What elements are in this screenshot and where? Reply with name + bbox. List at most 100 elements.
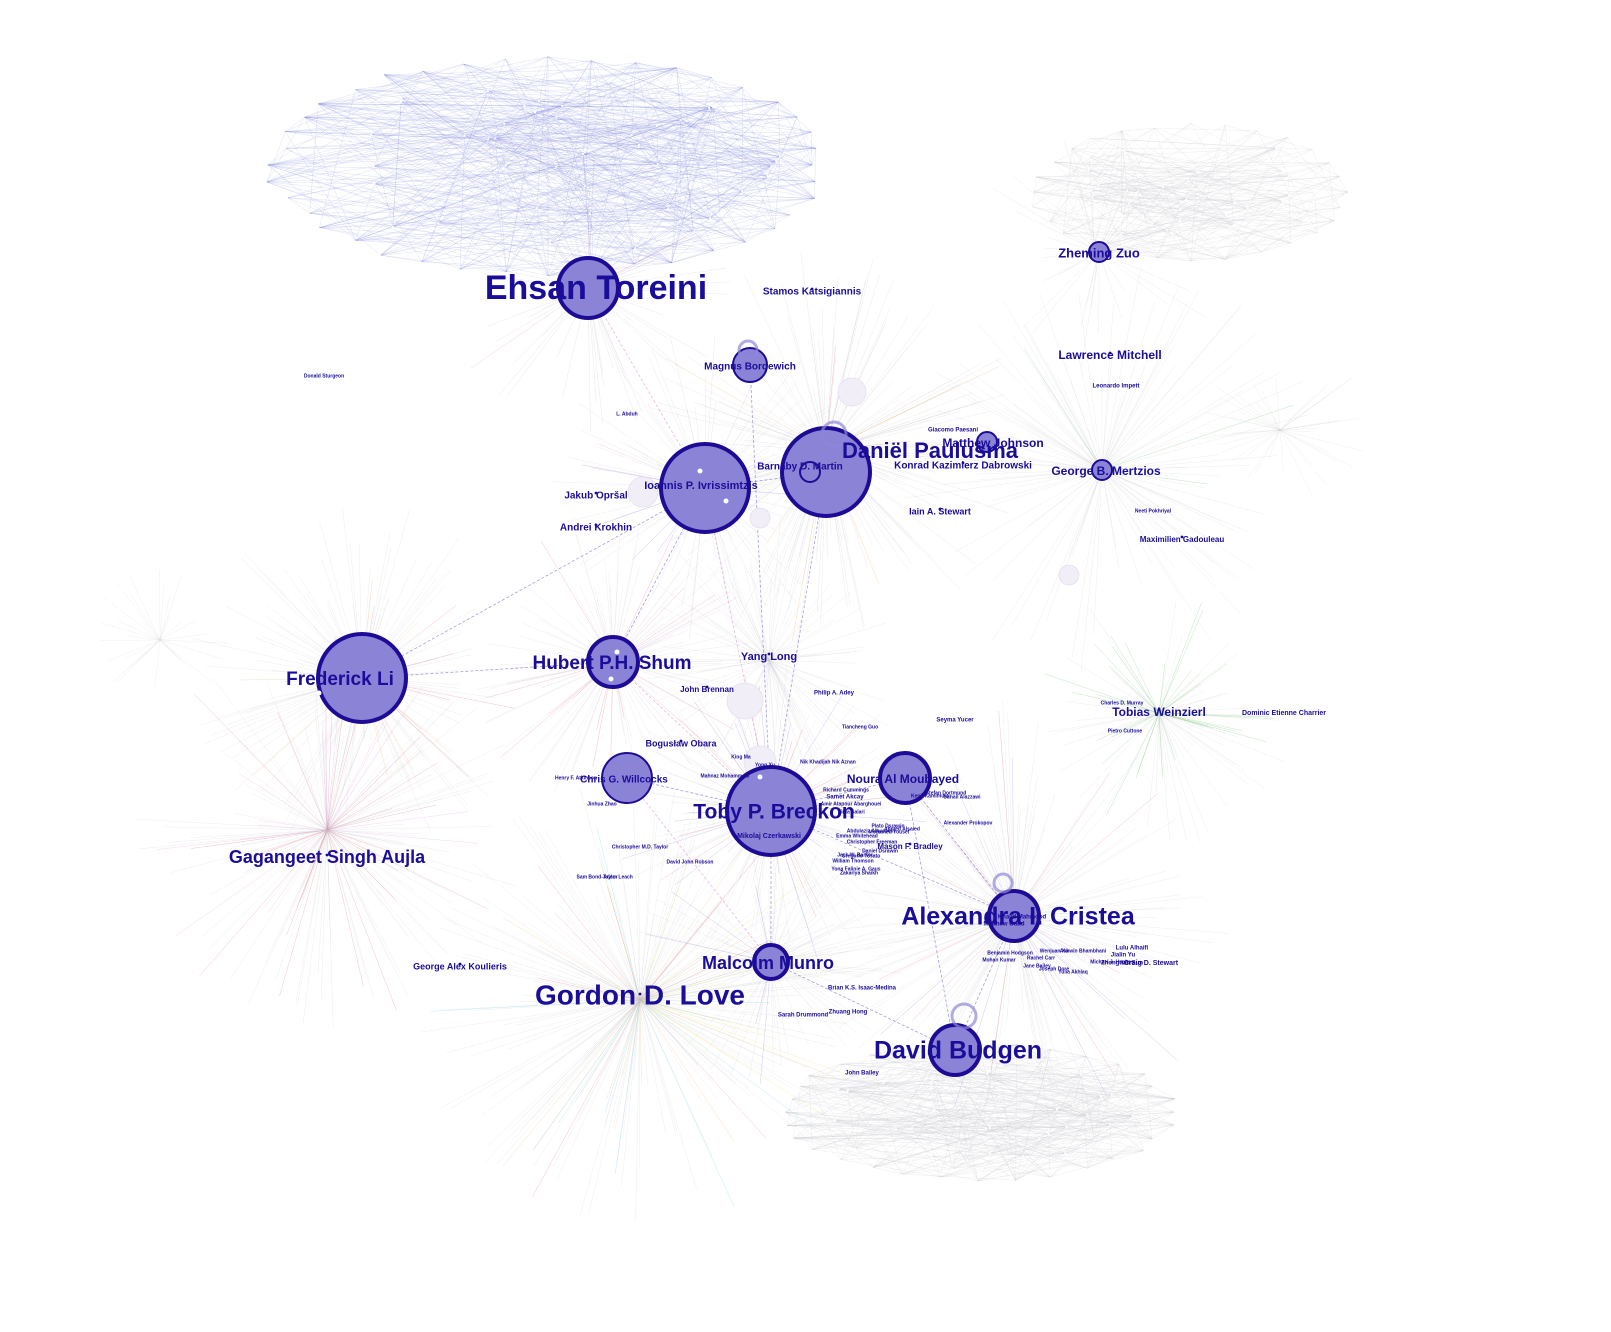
cluster-edge	[1033, 191, 1124, 253]
cluster-edge	[847, 1090, 1133, 1117]
node-dot-gagangeet	[325, 853, 329, 857]
edge	[326, 829, 397, 1011]
node-alexandra[interactable]	[987, 889, 1041, 943]
edge	[265, 829, 328, 963]
edge	[1077, 712, 1160, 721]
cluster-edge	[709, 176, 768, 219]
cluster-edge	[951, 1061, 1016, 1181]
edge	[1101, 414, 1308, 471]
node-barnaby[interactable]	[799, 461, 821, 483]
edge	[326, 829, 439, 966]
node-matthew[interactable]	[976, 431, 998, 453]
hub-link	[361, 487, 706, 679]
node-hubert[interactable]	[586, 635, 640, 689]
edge	[1158, 712, 1278, 721]
cluster-node	[1302, 220, 1305, 223]
cluster-edge	[854, 1074, 1081, 1149]
cluster-edge	[854, 1047, 905, 1149]
cluster-edge	[1054, 161, 1121, 235]
node-george_m[interactable]	[1091, 459, 1113, 481]
cluster-edge	[1190, 251, 1262, 262]
cluster-edge	[873, 1074, 1081, 1168]
cluster-edge	[267, 153, 584, 166]
node-noura[interactable]	[878, 751, 932, 805]
cluster-edge	[583, 153, 592, 272]
edge	[1013, 915, 1177, 1061]
cluster-edge	[550, 164, 813, 244]
node-ehsan[interactable]	[556, 256, 620, 320]
cluster-edge	[895, 1094, 1112, 1130]
node-malcolm[interactable]	[752, 943, 790, 981]
label-william: William Thomson	[832, 858, 873, 864]
cluster-edge	[355, 89, 672, 263]
cluster-node	[678, 191, 681, 194]
edge	[326, 755, 389, 831]
cluster-edge	[304, 117, 356, 241]
edge	[1101, 469, 1117, 547]
node-zheming[interactable]	[1088, 241, 1110, 263]
cluster-edge	[1098, 178, 1189, 185]
cluster-edge	[1129, 202, 1173, 237]
cluster-edge	[1225, 191, 1348, 260]
cluster-edge	[488, 139, 639, 146]
cluster-edge	[635, 160, 777, 249]
cluster-edge	[536, 207, 590, 214]
cluster-node	[1097, 183, 1100, 186]
cluster-edge	[1167, 229, 1173, 237]
node-daniel[interactable]	[780, 426, 872, 518]
cluster-edge	[1156, 257, 1192, 262]
cluster-edge	[787, 1125, 986, 1129]
edge	[1158, 712, 1170, 841]
cluster-edge	[1180, 209, 1226, 260]
cluster-edge	[785, 1111, 959, 1143]
cluster-edge	[1080, 1063, 1119, 1075]
label-jane: Jane Bailey	[1023, 963, 1051, 969]
node-chris[interactable]	[601, 752, 653, 804]
cluster-edge	[811, 132, 813, 166]
cluster-edge	[524, 105, 694, 233]
edge	[639, 931, 772, 963]
node-frederick[interactable]	[316, 632, 408, 724]
cluster-edge	[304, 117, 590, 214]
cluster-node	[1088, 155, 1091, 159]
cluster-edge	[912, 1124, 1174, 1128]
label-henry: Henry F. Atkinson	[555, 775, 597, 781]
edge	[639, 913, 770, 1001]
edge	[1101, 332, 1258, 471]
label-ioannis: Ioannis P. Ivrissimtzis	[644, 480, 758, 492]
cluster-edge	[1091, 190, 1304, 222]
cluster-edge	[869, 1054, 903, 1175]
edge	[629, 999, 641, 1078]
edge	[639, 999, 792, 1089]
edge	[639, 953, 742, 1001]
cluster-edge	[1224, 176, 1340, 260]
cluster-edge	[400, 101, 714, 251]
edge	[639, 967, 763, 1001]
edge	[1013, 818, 1177, 917]
label-neeti: Neeti Pokhriyal	[1135, 508, 1172, 514]
cluster-edge	[355, 228, 776, 241]
cluster-edge	[506, 112, 536, 272]
cluster-edge	[1137, 191, 1157, 258]
cluster-edge	[800, 1075, 810, 1087]
cluster-edge	[657, 148, 816, 165]
edge	[605, 912, 641, 1001]
node-ioannis[interactable]	[659, 442, 751, 534]
cluster-edge	[562, 107, 716, 224]
node-toby[interactable]	[725, 765, 817, 857]
label-sam: Sam Bond-Taylor	[576, 874, 617, 880]
cluster-edge	[1180, 200, 1283, 210]
edge	[1013, 915, 1046, 1090]
edge	[768, 659, 795, 712]
cluster-edge	[1088, 169, 1197, 172]
edge	[1102, 712, 1160, 765]
cluster-edge	[592, 166, 772, 232]
cluster-edge	[1154, 128, 1248, 209]
cluster-edge	[680, 120, 694, 233]
edge	[326, 823, 406, 831]
cluster-edge	[562, 105, 743, 192]
cluster-edge	[635, 62, 743, 88]
cluster-node	[1233, 200, 1236, 203]
edge	[639, 999, 754, 1035]
edge	[707, 564, 770, 661]
